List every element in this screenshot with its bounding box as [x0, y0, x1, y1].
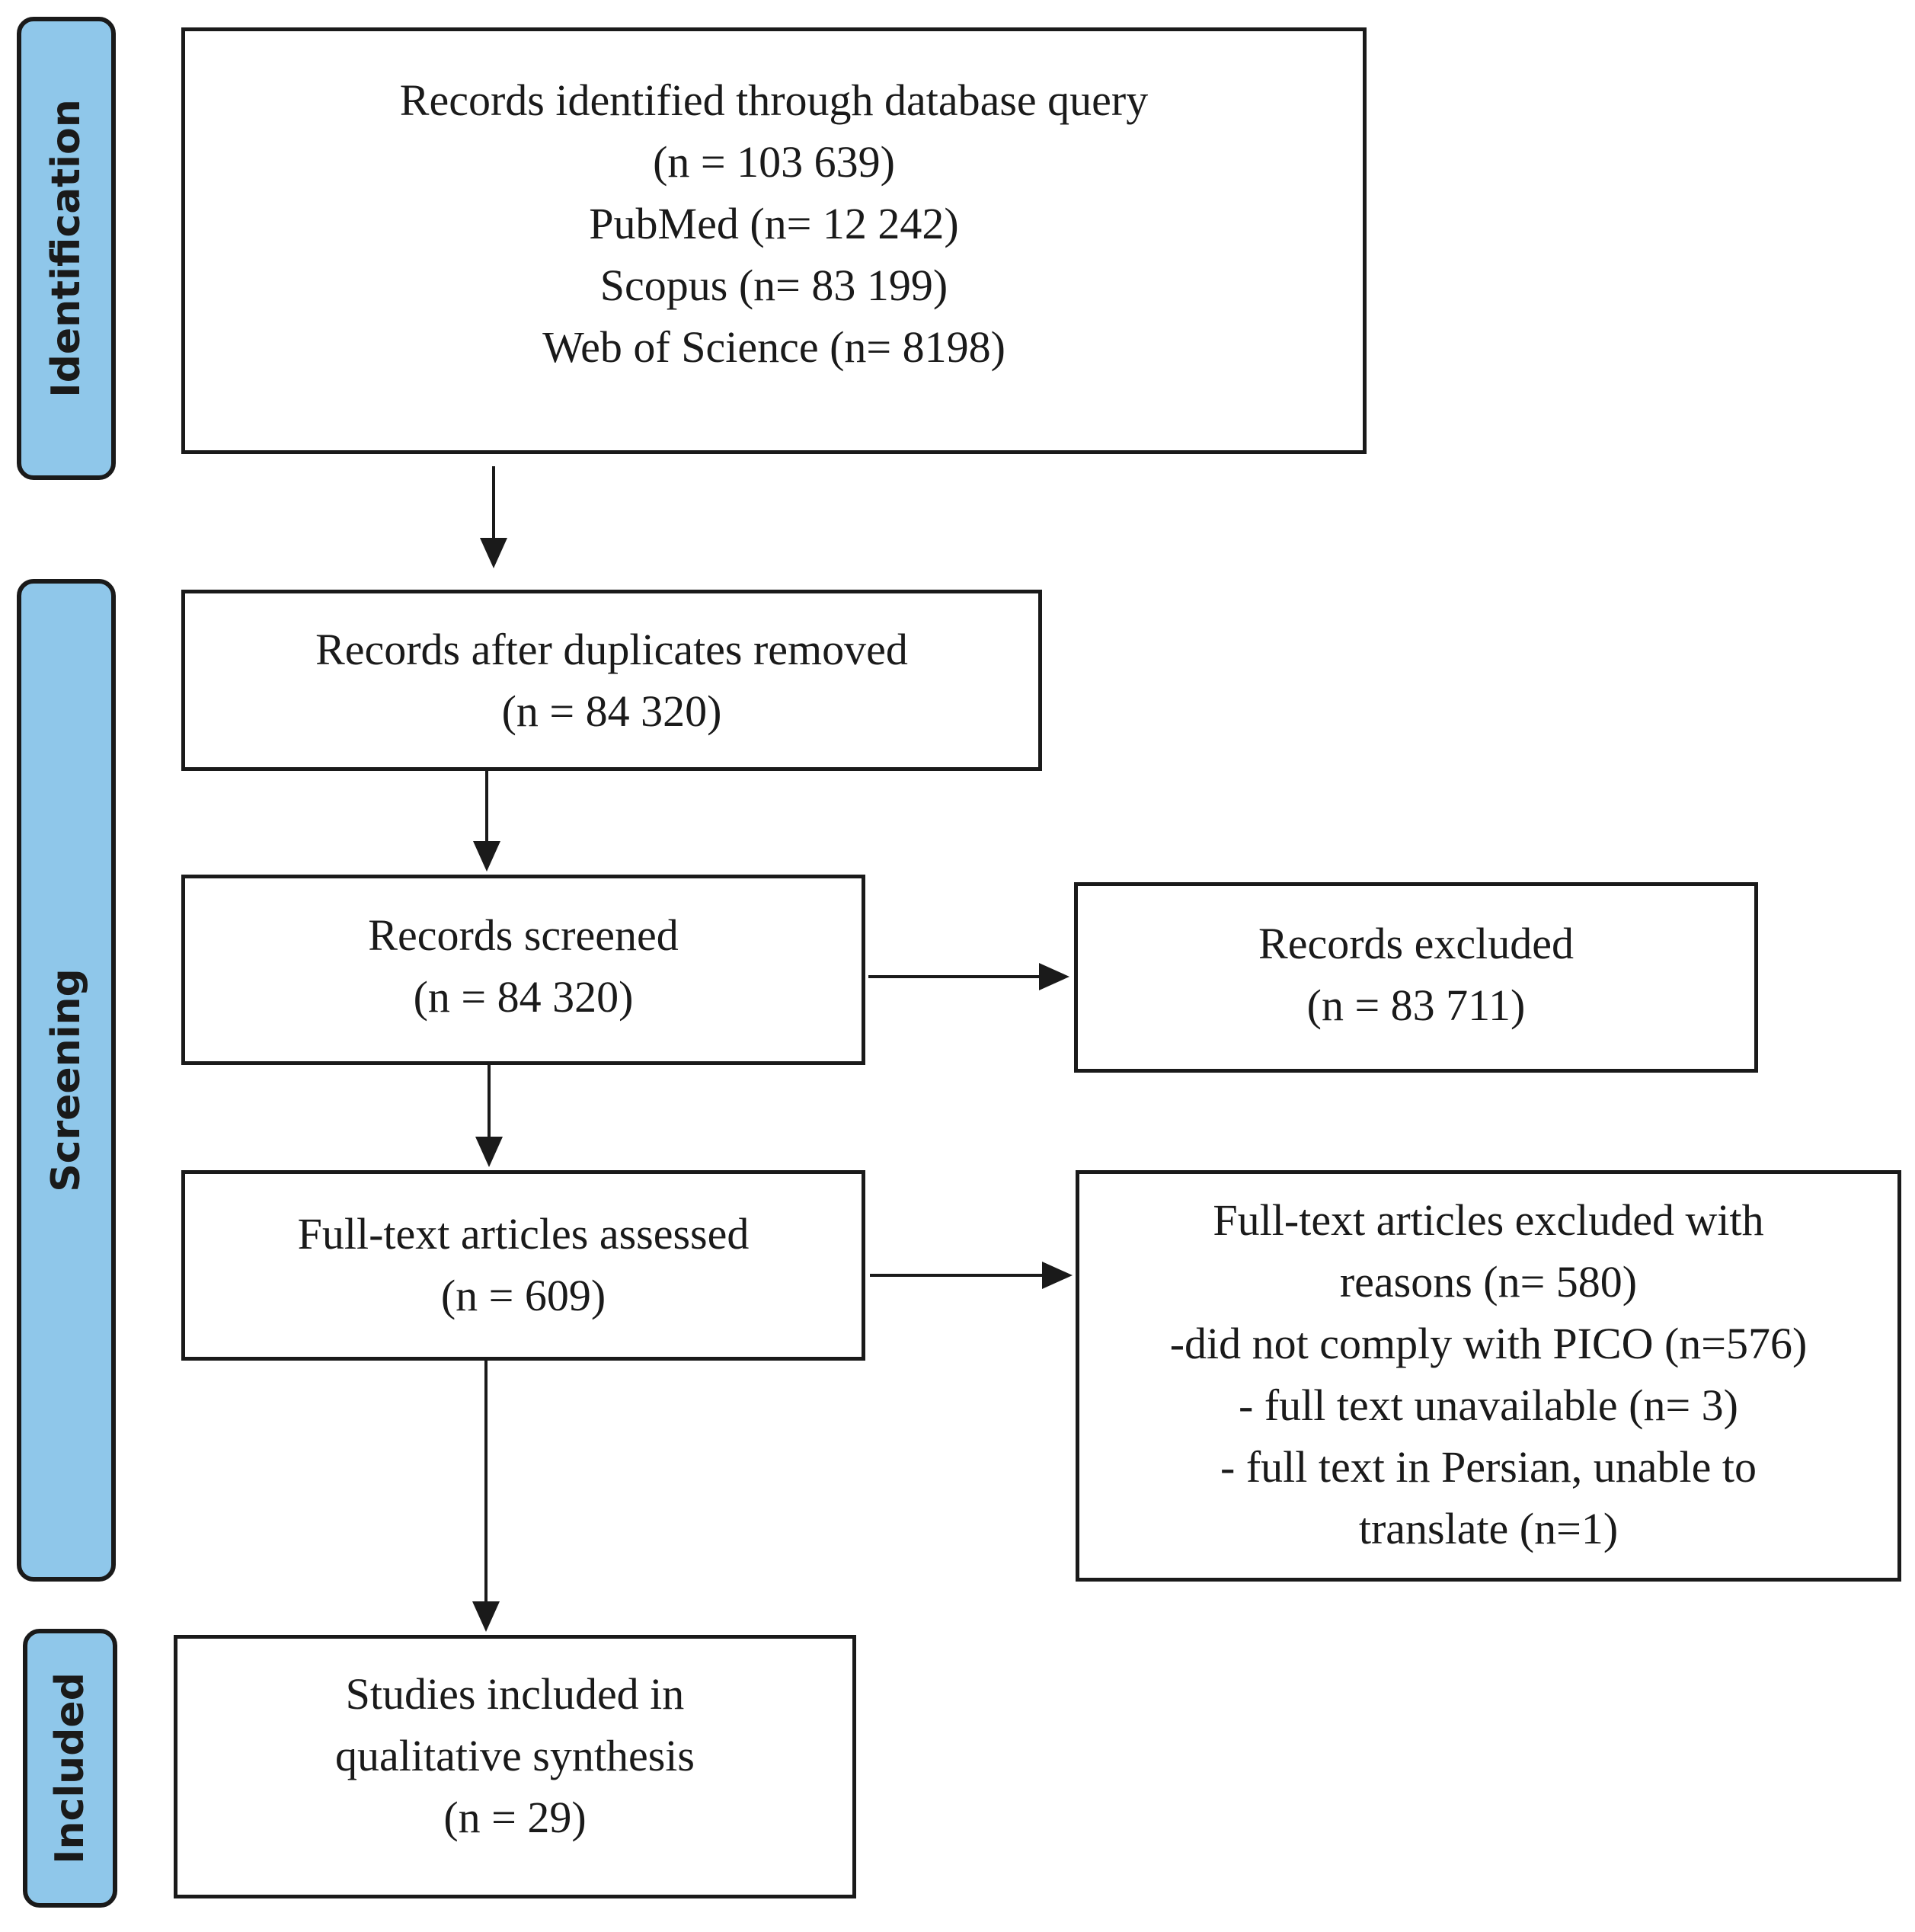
box-records-excluded: Records excluded (n = 83 711)	[1074, 882, 1758, 1073]
box-studies-included: Studies included in qualitative synthesi…	[174, 1635, 856, 1898]
box-line: Full-text articles excluded with	[1213, 1195, 1764, 1245]
arrow-screened-to-assessed	[475, 1065, 503, 1167]
box-line: - full text in Persian, unable to	[1220, 1442, 1757, 1492]
box-line: (n = 84 320)	[413, 972, 634, 1022]
box-line: Scopus (n= 83 199)	[599, 261, 948, 310]
box-line: - full text unavailable (n= 3)	[1239, 1380, 1738, 1430]
box-line: Records excluded	[1258, 919, 1574, 968]
phase-identification: Identification	[17, 17, 116, 480]
arrow-duplicates-to-screened	[473, 771, 500, 872]
box-line: Records identified through database quer…	[399, 75, 1149, 125]
box-line: (n = 609)	[440, 1271, 606, 1320]
box-line: translate (n=1)	[1358, 1504, 1619, 1553]
box-line: (n = 83 711)	[1306, 980, 1526, 1030]
arrow-assessed-to-included	[472, 1361, 500, 1632]
box-line: -did not comply with PICO (n=576)	[1169, 1319, 1808, 1368]
box-line: reasons (n= 580)	[1339, 1257, 1638, 1307]
box-line: Records after duplicates removed	[315, 625, 908, 674]
arrow-assessed-to-excluded	[870, 1262, 1073, 1289]
arrow-screened-to-excluded	[868, 963, 1069, 990]
box-records-after-duplicates: Records after duplicates removed (n = 84…	[181, 590, 1042, 771]
box-line: PubMed (n= 12 242)	[589, 199, 959, 248]
box-full-text-assessed: Full-text articles assessed (n = 609)	[181, 1170, 865, 1361]
box-line: Web of Science (n= 8198)	[542, 322, 1005, 372]
box-line: Full-text articles assessed	[297, 1209, 750, 1259]
box-line: (n = 103 639)	[653, 137, 895, 187]
phase-screening: Screening	[17, 579, 116, 1582]
box-line: qualitative synthesis	[335, 1731, 695, 1780]
box-line: Records screened	[368, 910, 679, 960]
box-line: (n = 84 320)	[501, 686, 722, 736]
arrow-identified-to-duplicates	[480, 466, 507, 568]
box-records-screened: Records screened (n = 84 320)	[181, 875, 865, 1065]
box-full-text-excluded: Full-text articles excluded with reasons…	[1076, 1170, 1901, 1582]
box-line: Studies included in	[345, 1669, 685, 1719]
box-records-identified: Records identified through database quer…	[181, 27, 1367, 454]
box-line: (n = 29)	[443, 1793, 587, 1842]
phase-included: Included	[23, 1629, 117, 1908]
